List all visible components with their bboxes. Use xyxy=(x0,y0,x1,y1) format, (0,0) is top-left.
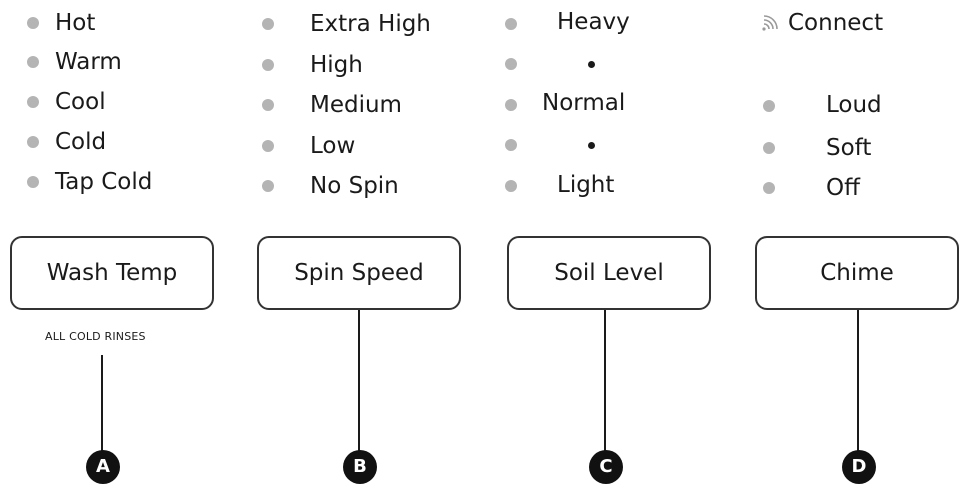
step-bullet xyxy=(588,61,595,68)
option-label: Light xyxy=(557,172,615,198)
chime-button[interactable]: Chime xyxy=(755,236,959,310)
callout-marker-d: D xyxy=(842,450,876,484)
indicator-dot xyxy=(262,59,274,71)
all-cold-rinses-note: ALL COLD RINSES xyxy=(45,330,146,343)
option-label: Medium xyxy=(310,92,402,118)
indicator-dot xyxy=(262,180,274,192)
leader-line-d xyxy=(857,310,859,452)
option-label: Extra High xyxy=(310,11,431,37)
option-label: Low xyxy=(310,133,356,159)
spin-speed-column: Extra High High Medium Low No Spin xyxy=(250,0,480,488)
chime-column: Connect Loud Soft Off xyxy=(740,0,968,488)
option-label: Tap Cold xyxy=(55,169,153,195)
leader-line-a xyxy=(101,355,103,452)
leader-line-b xyxy=(358,310,360,452)
indicator-dot xyxy=(27,96,39,108)
option-label: Off xyxy=(826,175,860,201)
connect-label: Connect xyxy=(788,10,884,36)
option-label: Loud xyxy=(826,92,882,118)
option-label: Hot xyxy=(55,10,96,36)
indicator-dot xyxy=(505,58,517,70)
callout-marker-b: B xyxy=(343,450,377,484)
callout-marker-a: A xyxy=(86,450,120,484)
option-label: Cold xyxy=(55,129,107,155)
indicator-dot xyxy=(505,139,517,151)
soil-level-column: Heavy Normal Light xyxy=(495,0,725,488)
wash-temp-column: Hot Warm Cool Cold Tap Cold xyxy=(0,0,230,488)
indicator-dot xyxy=(262,99,274,111)
indicator-dot xyxy=(27,17,39,29)
indicator-dot xyxy=(27,136,39,148)
option-label: Warm xyxy=(55,49,122,75)
indicator-dot xyxy=(262,18,274,30)
wash-temp-button[interactable]: Wash Temp xyxy=(10,236,214,310)
indicator-dot xyxy=(763,100,775,112)
indicator-dot xyxy=(505,180,517,192)
indicator-dot xyxy=(27,56,39,68)
option-label: Heavy xyxy=(557,9,630,35)
step-bullet xyxy=(588,142,595,149)
spin-speed-button[interactable]: Spin Speed xyxy=(257,236,461,310)
wifi-signal-icon xyxy=(762,15,778,31)
indicator-dot xyxy=(505,18,517,30)
indicator-dot xyxy=(262,140,274,152)
leader-line-c xyxy=(604,310,606,452)
indicator-dot xyxy=(27,176,39,188)
option-label: High xyxy=(310,52,363,78)
indicator-dot xyxy=(763,142,775,154)
indicator-dot xyxy=(763,182,775,194)
option-label: Soft xyxy=(826,135,872,161)
option-label: Cool xyxy=(55,89,106,115)
indicator-dot xyxy=(505,99,517,111)
option-label: Normal xyxy=(542,90,626,116)
option-label: No Spin xyxy=(310,173,399,199)
soil-level-button[interactable]: Soil Level xyxy=(507,236,711,310)
callout-marker-c: C xyxy=(589,450,623,484)
